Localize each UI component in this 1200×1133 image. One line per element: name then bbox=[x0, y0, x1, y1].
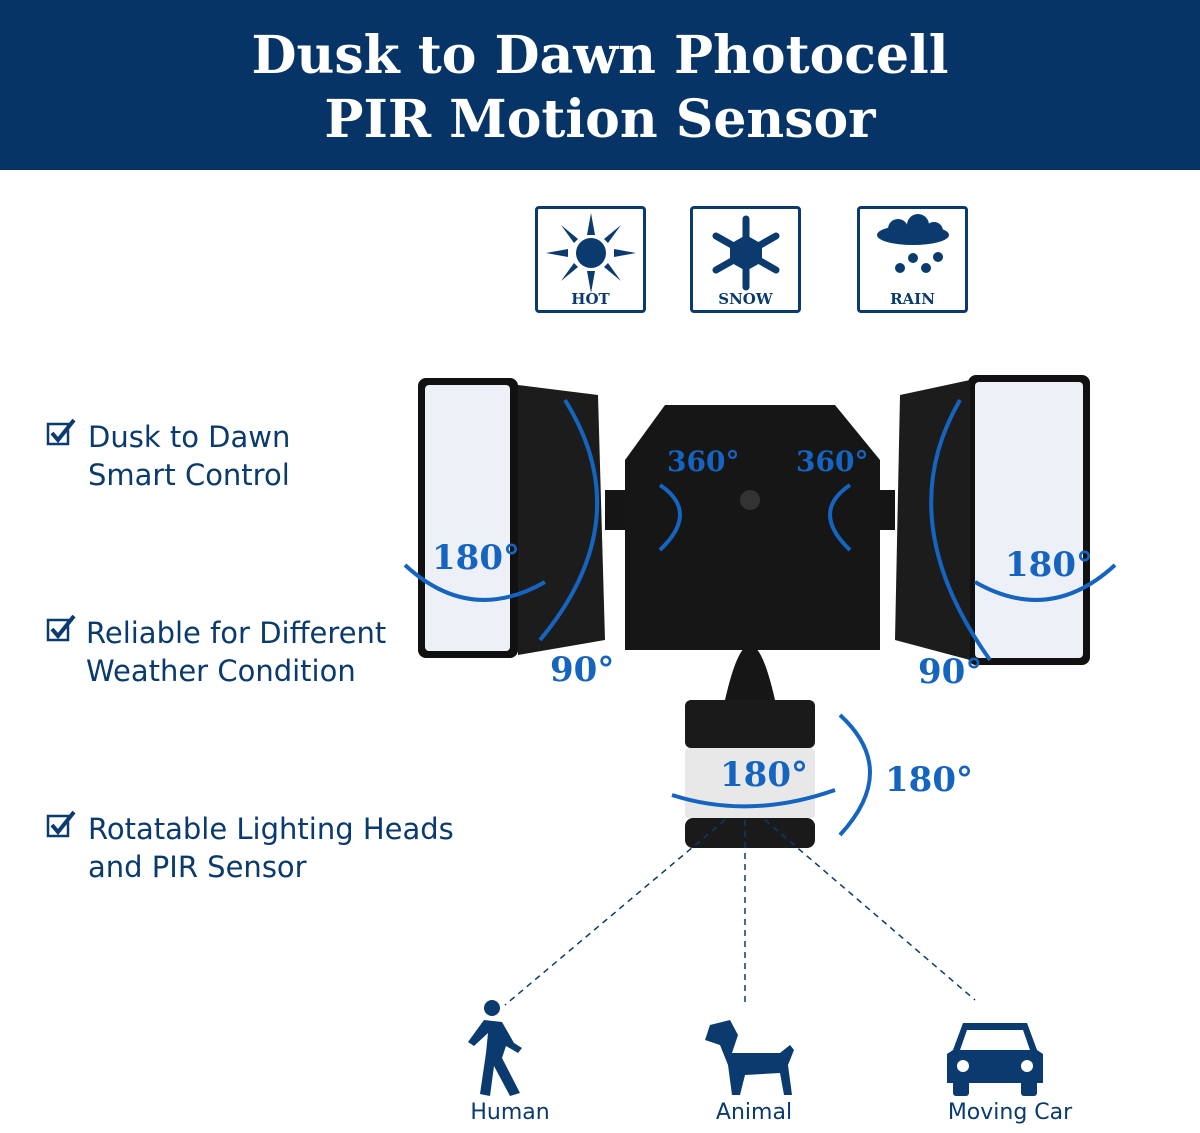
weather-label: RAIN bbox=[890, 290, 935, 308]
angle-label: 180° bbox=[432, 538, 520, 578]
rain-cloud-icon bbox=[877, 214, 949, 273]
banner-title: Dusk to Dawn Photocell PIR Motion Sensor bbox=[0, 0, 1200, 170]
weather-snow: SNOW bbox=[690, 206, 801, 313]
snowflake-icon bbox=[712, 215, 780, 291]
detect-label-animal: Animal bbox=[715, 1100, 793, 1125]
checkbox-checked-icon bbox=[46, 810, 76, 838]
weather-hot: HOT bbox=[535, 206, 646, 313]
car-icon bbox=[947, 1023, 1043, 1096]
angle-label: 90° bbox=[550, 650, 615, 690]
human-icon bbox=[468, 1000, 522, 1096]
dog-icon bbox=[705, 1020, 794, 1095]
title-line-1: Dusk to Dawn Photocell bbox=[251, 25, 949, 86]
angle-label: 360° bbox=[667, 445, 740, 478]
angle-label: 180° bbox=[1005, 545, 1093, 585]
weather-label: HOT bbox=[571, 290, 610, 308]
title-line-2: PIR Motion Sensor bbox=[324, 89, 876, 150]
weather-rain: RAIN bbox=[857, 206, 968, 313]
detect-label-car: Moving Car bbox=[947, 1100, 1073, 1125]
weather-label: SNOW bbox=[718, 290, 773, 308]
checkbox-checked-icon bbox=[46, 418, 76, 446]
checkbox-checked-icon bbox=[46, 614, 76, 642]
detect-label-human: Human bbox=[470, 1100, 550, 1125]
angle-label: 90° bbox=[918, 652, 983, 692]
angle-label: 360° bbox=[796, 445, 869, 478]
angle-label: 180° bbox=[885, 760, 973, 800]
sun-icon bbox=[546, 213, 636, 293]
angle-label: 180° bbox=[720, 755, 808, 795]
